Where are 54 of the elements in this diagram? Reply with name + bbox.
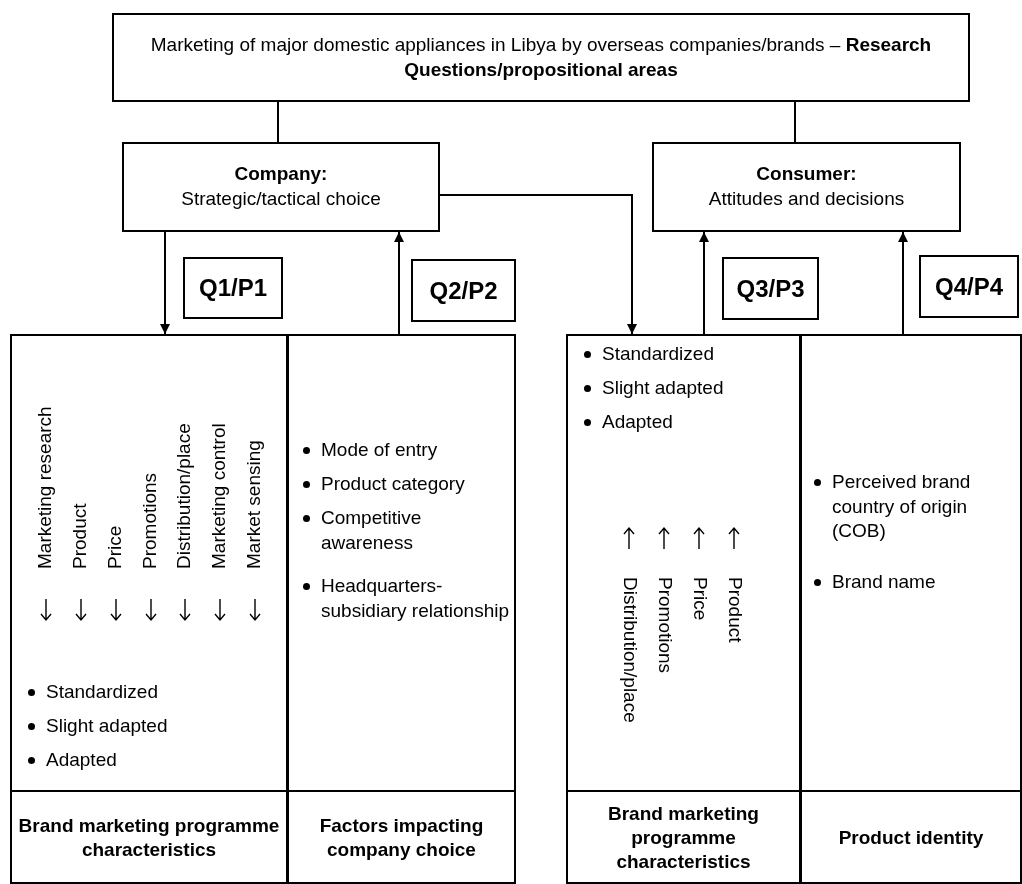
connector-line (277, 101, 279, 143)
column-heading: Brand marketing programme characteristics (17, 814, 281, 862)
vertical-label: Product (724, 577, 746, 643)
vertical-label: Marketing control (208, 423, 230, 569)
vertical-label: Price (104, 525, 126, 569)
bullet-item: Competitive awareness (301, 506, 513, 556)
bullet-item: Slight adapted (26, 714, 276, 739)
vertical-label: Distribution/place (619, 577, 641, 723)
vertical-label: Distribution/place (173, 423, 195, 569)
question-label: Q4/P4 (934, 271, 1003, 302)
bullet-item: Brand name (812, 570, 1018, 595)
arrow (439, 194, 637, 335)
bullet-item: Mode of entry (301, 438, 513, 463)
table-column (10, 334, 288, 884)
question-label: Q2/P2 (429, 275, 498, 306)
question-label: Q1/P1 (198, 273, 267, 304)
vertical-label: Marketing research (34, 406, 56, 569)
box-text: Strategic/tactical choice (181, 187, 381, 211)
vertical-label: Promotions (139, 472, 161, 569)
bullet-item: Headquarters-subsidiary relationship (301, 574, 513, 624)
bullet-item: Slight adapted (582, 376, 797, 401)
table-column (287, 334, 516, 884)
connector-line (794, 101, 796, 143)
bullet-item: Perceived brand country of origin (COB) (812, 470, 1018, 545)
arrow (699, 231, 709, 335)
title-box (112, 13, 970, 102)
vertical-label: Market sensing (243, 440, 265, 569)
vertical-label: Promotions (654, 577, 676, 674)
question-box (183, 257, 283, 319)
question-box (722, 257, 819, 320)
bullet-item: Adapted (26, 748, 276, 773)
title-text: Marketing of major domestic appliances in Libya by overseas companies/brands – Research Questions/propositional areas (149, 32, 933, 82)
table-column (566, 334, 801, 884)
process-box (122, 142, 440, 232)
bullet-item: Product category (301, 472, 513, 497)
question-box (411, 259, 516, 322)
arrow (394, 231, 404, 335)
table-column (800, 334, 1022, 884)
column-heading: Product identity (837, 826, 985, 851)
box-heading: Company: (234, 162, 328, 187)
box-text: Attitudes and decisions (708, 187, 905, 211)
box-heading: Consumer: (756, 162, 857, 187)
bullet-item: Adapted (582, 410, 797, 435)
arrow (160, 231, 170, 335)
bullet-item: Standardized (26, 680, 276, 705)
question-label: Q3/P3 (736, 273, 805, 304)
column-heading: Brand marketing programme characteristics (607, 802, 760, 874)
column-heading: Factors impacting company choice (318, 814, 485, 862)
process-box (652, 142, 961, 232)
vertical-label: Price (689, 577, 711, 621)
arrow (898, 231, 908, 335)
bullet-item: Standardized (582, 342, 797, 367)
question-box (919, 255, 1019, 318)
vertical-label: Product (69, 503, 91, 569)
